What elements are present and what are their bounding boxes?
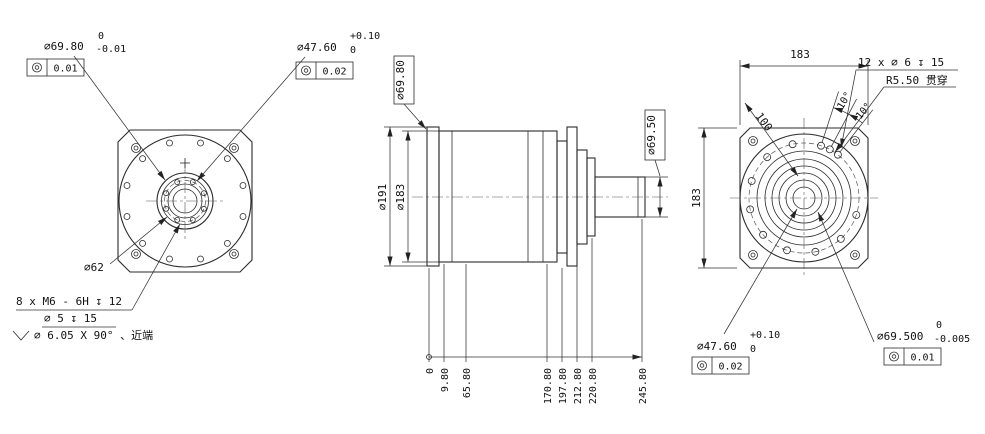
rear-fcf-4760-value: 0.02 xyxy=(718,362,742,373)
dia-4760-tol-lower: 0 xyxy=(350,45,356,56)
dia-4760-label: ∅47.60 xyxy=(297,41,337,54)
ordinate-1: 9.80 xyxy=(440,368,451,392)
dia-6980-tol-lower: -0.01 xyxy=(96,44,126,55)
concentricity-icon xyxy=(697,360,707,371)
rear-dia-695-label: ∅69.500 xyxy=(877,330,923,343)
dia-6980-tol-upper: 0 xyxy=(98,31,104,42)
note-countersink: ∅ 6.05 X 90° 、近端 xyxy=(34,329,153,342)
rear-height-label: 183 xyxy=(690,188,703,208)
rear-holes-note: 12 x ∅ 6 ↧ 15 R5.50 贯穿 xyxy=(834,56,958,153)
side-view: ∅69.80 ∅191 ∅183 ∅69.50 xyxy=(376,55,668,404)
rear-dim-height: 183 xyxy=(690,127,737,269)
concentricity-icon xyxy=(32,62,42,73)
front-fcf-4760: 0.02 xyxy=(295,61,354,80)
concentricity-icon xyxy=(301,65,311,76)
rear-dia-4760-tol-lower: 0 xyxy=(750,344,756,355)
ordinate-7: 245.80 xyxy=(638,368,649,404)
ordinate-0: 0 xyxy=(425,368,436,374)
rear-dia-695-tol-lower: -0.005 xyxy=(934,334,970,345)
rear-view: 183 183 100 12 x ∅ 6 ↧ 15 R5.50 贯穿 xyxy=(690,48,970,375)
front-dim-47-60: ∅47.60 +0.10 0 0.02 xyxy=(196,31,380,182)
side-dia-6950-label: ∅69.50 xyxy=(645,115,658,155)
front-body-circle xyxy=(118,134,252,268)
side-dia-6980-label: ∅69.80 xyxy=(394,60,407,100)
rear-dia-4760-label: ∅47.60 xyxy=(697,340,737,353)
fcf-6980-value: 0.01 xyxy=(53,64,77,75)
ordinate-3: 170.80 xyxy=(543,368,554,404)
front-corner-holes xyxy=(131,143,239,259)
front-dim-69-80: ∅69.80 0 -0.01 0.01 xyxy=(26,31,166,181)
dia-6980-label: ∅69.80 xyxy=(44,40,84,53)
rear-dim-69-500: ∅69.500 0 -0.005 0.01 xyxy=(817,211,970,366)
front-fcf-6980: 0.01 xyxy=(26,58,85,77)
front-rim-holes xyxy=(123,139,247,263)
side-dim-6980-box: ∅69.80 xyxy=(393,55,427,130)
rear-dim-width: 183 xyxy=(739,48,869,125)
ordinate-6: 220.80 xyxy=(588,368,599,404)
side-dia-183-label: ∅183 xyxy=(394,184,407,211)
rear-dia-4760-tol-upper: +0.10 xyxy=(750,330,780,341)
countersink-icon xyxy=(12,330,30,341)
fcf-4760-value: 0.02 xyxy=(322,67,346,78)
side-dim-6950: ∅69.50 xyxy=(644,109,668,218)
rear-fcf-695-value: 0.01 xyxy=(910,353,934,364)
side-dim-183: ∅183 xyxy=(394,130,439,263)
rear-radius-note-label: R5.50 贯穿 xyxy=(886,73,948,87)
ordinate-2: 65.80 xyxy=(462,368,473,398)
note-drill: ∅ 5 ↧ 15 xyxy=(44,312,97,325)
front-centerlines xyxy=(146,158,224,240)
concentricity-icon xyxy=(889,351,899,362)
note-m6-holes: 8 x M6 - 6H ↧ 12 xyxy=(16,295,122,308)
front-hub-holes xyxy=(163,179,207,223)
dia-62-label: ∅62 xyxy=(84,261,104,274)
front-view: ∅69.80 0 -0.01 0.01 ∅47.60 +0.10 0 xyxy=(12,31,380,342)
rear-holes-note-label: 12 x ∅ 6 ↧ 15 xyxy=(858,56,944,69)
side-dim-191: ∅191 xyxy=(376,126,427,267)
side-body-outline xyxy=(426,126,646,267)
ordinate-4: 197.80 xyxy=(558,368,569,404)
front-dim-62: ∅62 xyxy=(84,216,168,274)
rear-dim-47-60: ∅47.60 +0.10 0 0.02 xyxy=(691,208,798,375)
side-ordinate-dims: 0 9.80 65.80 170.80 197.80 212.80 220.80… xyxy=(425,219,649,404)
ordinate-5: 212.80 xyxy=(573,368,584,404)
front-plate-outline xyxy=(117,129,253,273)
rear-centerlines xyxy=(730,118,878,278)
dia-4760-tol-upper: +0.10 xyxy=(350,31,380,42)
rear-width-label: 183 xyxy=(790,48,810,61)
rear-fcf-695: 0.01 xyxy=(883,347,942,366)
side-dia-191-label: ∅191 xyxy=(376,184,389,211)
rear-dia-695-tol-upper: 0 xyxy=(936,320,942,331)
front-notes: 8 x M6 - 6H ↧ 12 ∅ 5 ↧ 15 ∅ 6.05 X 90° 、… xyxy=(12,223,181,342)
rear-fcf-4760: 0.02 xyxy=(691,356,750,375)
rear-plate-outline xyxy=(739,127,869,269)
